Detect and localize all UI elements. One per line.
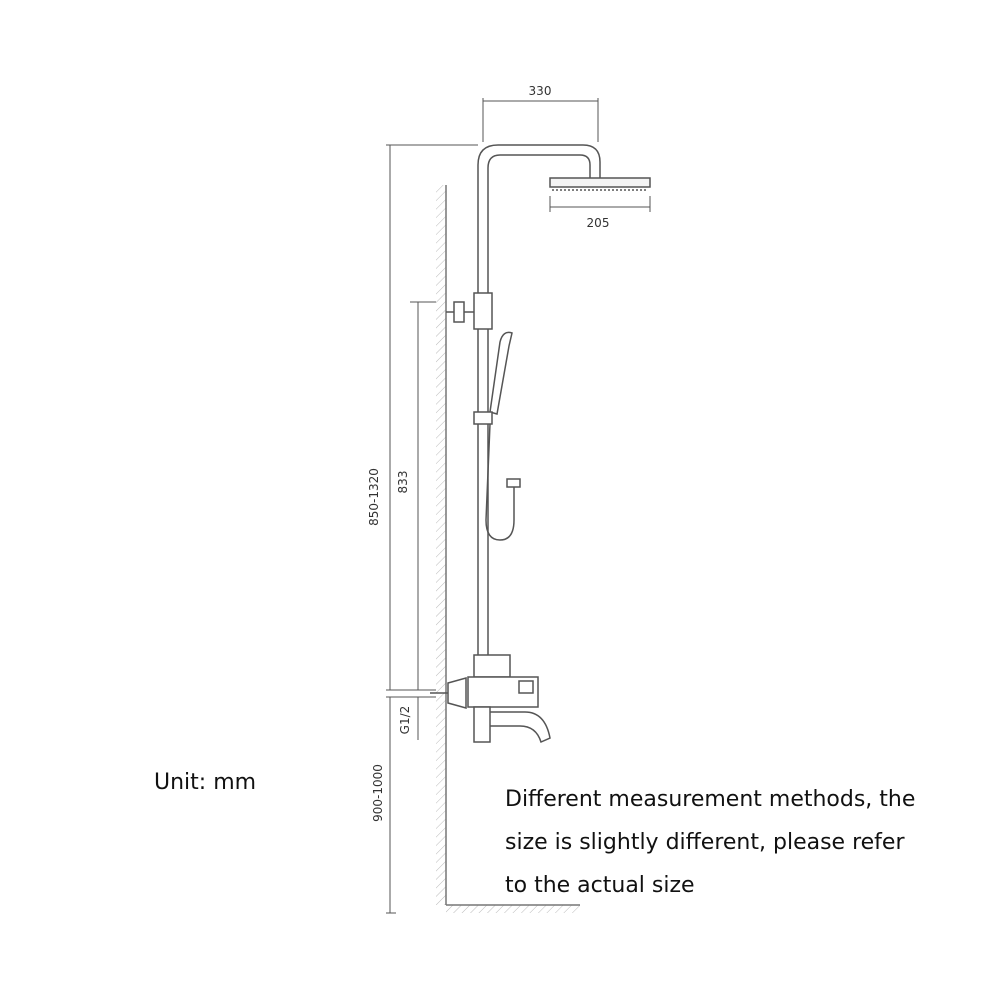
measurement-note: Different measurement methods, the size … [505,778,975,907]
hand-shower-hose [485,423,515,541]
note-line-1: Different measurement methods, the [505,787,916,812]
note-line-2: size is slightly different, please refer [505,830,905,855]
shower-head [549,177,651,188]
mixer-lower-pipe [473,706,491,743]
floor-hatch [446,905,580,913]
upper-bracket-body [473,292,493,330]
dim-label-850-1320: 850-1320 [367,468,381,526]
note-line-3: to the actual size [505,873,695,898]
hose-connector [506,478,521,488]
slide-holder [473,411,493,425]
wall-and-floor [436,185,580,913]
mixer-upper-block [473,654,511,678]
mixer-knob [518,680,534,694]
dim-label-833: 833 [396,471,410,494]
upper-bracket-knob [453,301,465,323]
dim-label-330: 330 [529,84,552,98]
unit-label: Unit: mm [154,770,257,795]
main-pipe-inner [487,154,591,665]
dim-label-900-1000: 900-1000 [371,764,385,822]
dim-label-g12: G1/2 [398,706,412,735]
dimension-lines [386,98,651,914]
shower-column [430,144,651,744]
bath-spout [490,711,551,744]
dimension-labels: 330 205 850-1320 833 G1/2 900-1000 [367,84,609,822]
main-pipe [477,144,601,665]
hand-shower [489,331,513,415]
mixer-handle [447,677,467,709]
dim-label-205: 205 [587,216,610,230]
wall-hatch [436,185,446,905]
